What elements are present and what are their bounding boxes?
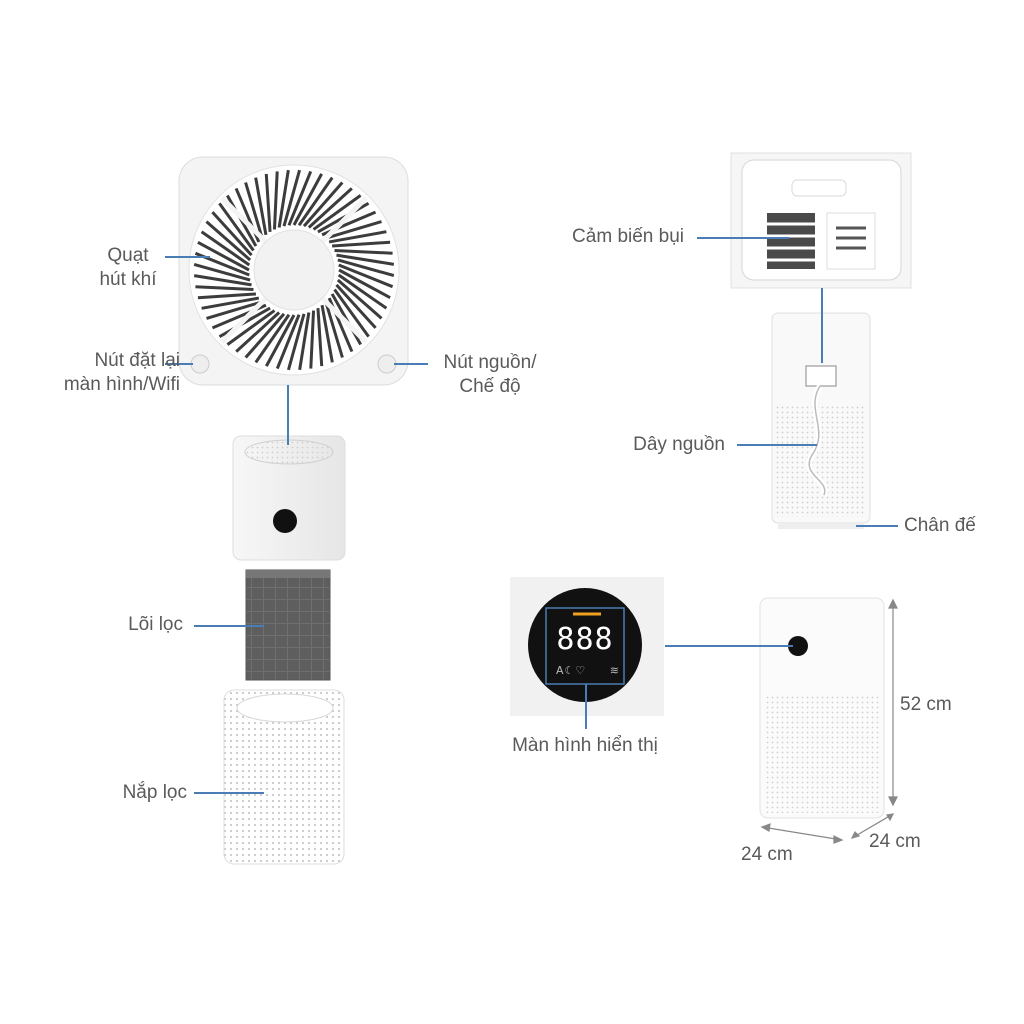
leader-base <box>856 525 898 527</box>
favorite-mode-icon: ♡ <box>575 664 586 677</box>
label-depth: 24 cm <box>869 830 921 854</box>
leader-display <box>665 645 793 647</box>
purifier-front-view <box>760 598 884 818</box>
sensor-closeup <box>731 153 911 288</box>
top-housing <box>233 436 345 560</box>
label-power-cord: Dây nguồn <box>580 433 725 457</box>
fan-top-view <box>179 157 408 385</box>
wifi-icon: ≋ <box>610 664 620 677</box>
label-dust-sensor: Cảm biến bụi <box>520 225 684 249</box>
label-filter-core: Lõi lọc <box>60 613 183 637</box>
label-height: 52 cm <box>900 693 952 717</box>
leader-sensor-vertical <box>821 288 823 363</box>
leader-top-connect <box>287 385 289 445</box>
leader-power-cord <box>737 444 817 446</box>
filter-cover <box>224 690 344 864</box>
label-display: Màn hình hiển thị <box>485 734 685 758</box>
auto-mode-icon: A <box>556 664 565 677</box>
leader-dust-sensor <box>697 237 789 239</box>
display-digits: 888 <box>552 622 618 658</box>
label-width: 24 cm <box>741 843 793 867</box>
label-filter-cover: Nắp lọc <box>60 781 187 805</box>
leader-display-vertical <box>585 684 587 729</box>
leader-power <box>394 363 428 365</box>
leader-filter-cover <box>194 792 264 794</box>
night-mode-icon: ☾ <box>565 664 576 677</box>
display-mode-icons: A☾♡ ≋ <box>556 664 620 677</box>
label-power-button: Nút nguồn/Chế độ <box>425 351 555 399</box>
label-base: Chân đế <box>904 514 976 538</box>
leader-filter-core <box>194 625 264 627</box>
